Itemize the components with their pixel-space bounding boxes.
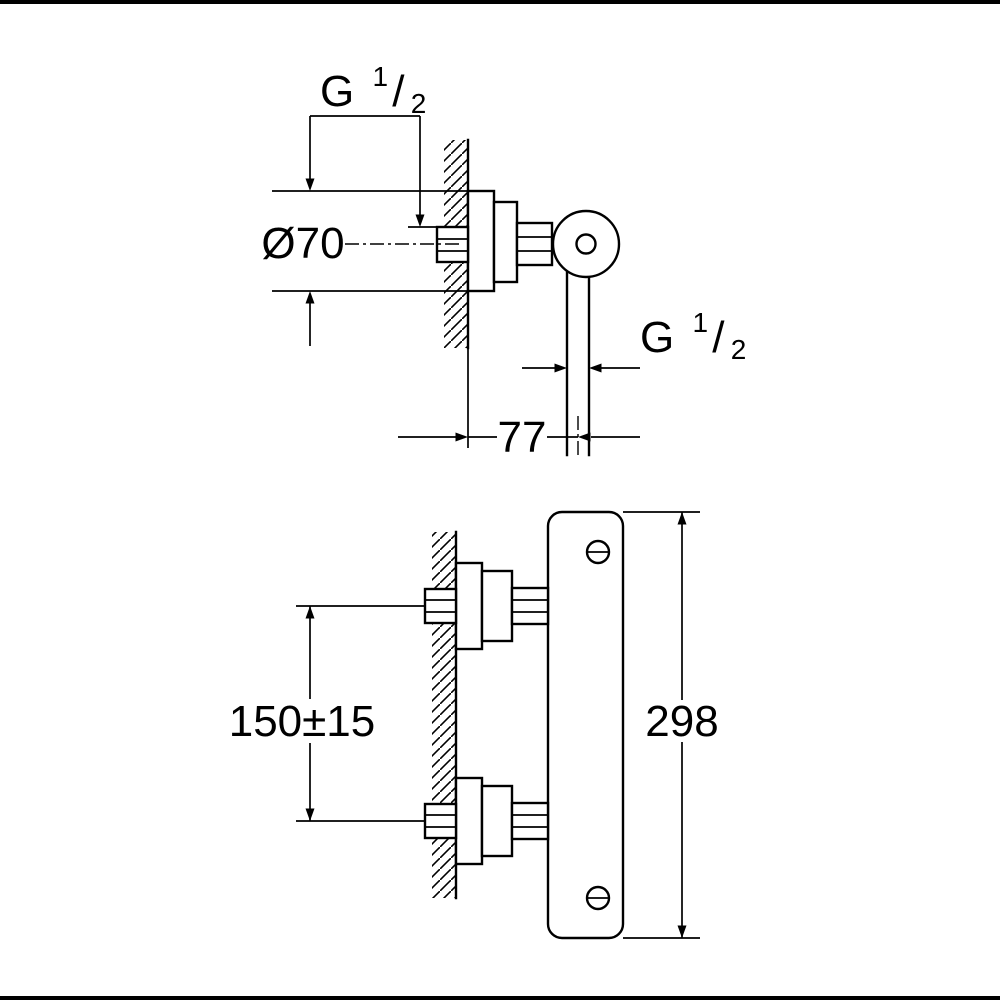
dim-wall-offset: 77 [398, 413, 640, 462]
frame-border-top [0, 0, 1000, 4]
union-nut-top [515, 221, 554, 267]
arrowhead [305, 178, 315, 191]
escutcheon-top [466, 189, 519, 293]
valve-screw-circle [575, 233, 597, 255]
wall-section-front [432, 530, 458, 900]
union-nut-lower [510, 801, 550, 841]
arrowhead [677, 512, 687, 525]
mixer-body [546, 510, 625, 940]
arrowhead [589, 363, 602, 373]
diameter-label: Ø70 [261, 219, 344, 268]
dim-diameter: Ø70 [261, 190, 468, 346]
inlet-spacing-label: 150±15 [229, 697, 376, 746]
wall-hatching-front [432, 532, 456, 898]
supply-nut-upper [423, 587, 458, 625]
dim-thread-inlet: G 1 / 2 [305, 47, 437, 228]
arrowhead [305, 291, 315, 304]
union-nut-upper [510, 586, 550, 626]
wall-section-top [444, 138, 470, 448]
overall-height-label: 298 [645, 697, 718, 746]
escutcheon-lower [454, 776, 514, 866]
wall-offset-label: 77 [498, 413, 547, 462]
arrowhead [305, 606, 315, 619]
supply-nut-lower [423, 802, 458, 840]
thread-label-top: G 1 / 2 [320, 47, 426, 119]
top-view: G 1 / 2 Ø70 G 1 / 2 [261, 47, 746, 462]
arrowhead [554, 363, 567, 373]
escutcheon-upper [454, 561, 514, 651]
arrowhead [305, 808, 315, 821]
mixer-body-outline [546, 510, 625, 940]
valve-body [551, 209, 621, 279]
arrowhead [677, 925, 687, 938]
thread-label-outlet: G 1 / 2 [640, 293, 746, 365]
arrowhead [455, 432, 468, 442]
front-view: 150±15 298 [229, 510, 719, 940]
valve-body-circle [551, 209, 621, 279]
outlet-pipe [565, 264, 591, 458]
arrowhead [578, 432, 591, 442]
dim-overall-height: 298 [623, 511, 719, 939]
frame-border-bottom [0, 996, 1000, 1000]
arrowhead [415, 214, 425, 227]
dim-inlet-spacing: 150±15 [229, 605, 425, 822]
dim-thread-outlet: G 1 / 2 [522, 293, 746, 373]
